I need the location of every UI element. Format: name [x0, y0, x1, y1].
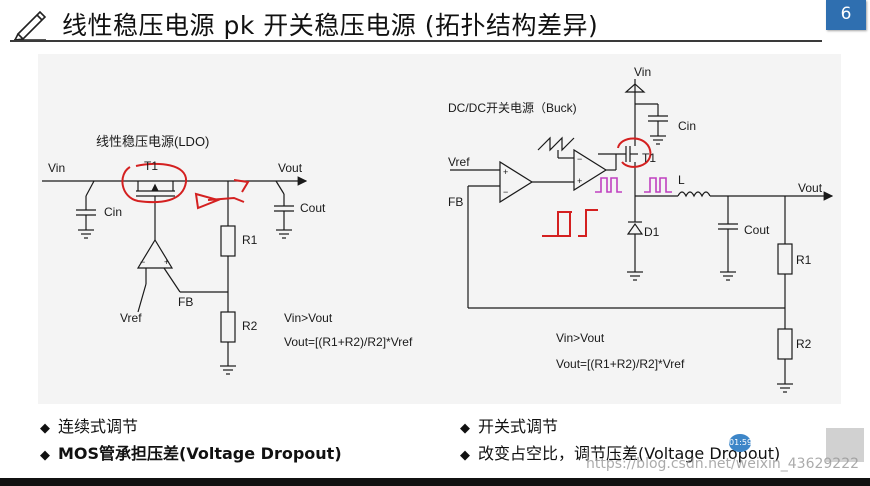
buck-circuit: [450, 79, 834, 393]
ldo-labels: 线性稳压电源(LDO) Vin Vout T1 Cin Cout R1 R2 F…: [48, 134, 413, 349]
buck-vout-label: Vout: [798, 181, 823, 195]
bullet-left-2: ◆MOS管承担压差(Voltage Dropout): [40, 444, 342, 463]
diamond-bullet-icon: ◆: [40, 448, 50, 463]
buck-fb-label: FB: [448, 195, 463, 209]
bullet-right-2: ◆改变占空比，调节压差(Voltage Dropout): [460, 444, 781, 463]
buck-r1-label: R1: [796, 253, 812, 267]
ldo-eq1: Vin>Vout: [284, 311, 333, 325]
svg-text:−: −: [577, 154, 582, 164]
buck-vref-label: Vref: [448, 155, 470, 169]
buck-d1-label: D1: [644, 225, 660, 239]
title-underline: [10, 40, 822, 42]
slide-title: 线性稳压电源 pk 开关稳压电源 (拓扑结构差异): [62, 11, 599, 40]
watermark: https://blog.csdn.net/weixin_43629222: [586, 456, 860, 472]
ldo-eq2: Vout=[(R1+R2)/R2]*Vref: [284, 335, 413, 349]
buck-t1-label: T1: [642, 151, 656, 165]
bullet-left-1: ◆连续式调节: [40, 417, 139, 436]
buck-annotations: [542, 137, 652, 237]
diamond-bullet-icon: ◆: [460, 421, 470, 436]
svg-text:+: +: [503, 167, 508, 177]
ldo-t1-label: T1: [144, 159, 158, 173]
ldo-circuit: [42, 176, 308, 375]
page-number-badge: 6: [826, 0, 866, 30]
svg-text:+: +: [164, 257, 169, 267]
buck-r2-label: R2: [796, 337, 812, 351]
circuit-panel: −+ 线性稳压电源(LDO) Vin Vout T1 Cin Cout R1 R…: [38, 54, 841, 404]
buck-eq2: Vout=[(R1+R2)/R2]*Vref: [556, 357, 685, 371]
overlay-box: [826, 428, 864, 462]
ldo-vref-label: Vref: [120, 311, 142, 325]
ldo-signs: −+: [140, 257, 169, 267]
ldo-heading: 线性稳压电源(LDO): [96, 134, 209, 149]
svg-text:−: −: [503, 187, 508, 197]
ldo-cout-label: Cout: [300, 201, 326, 215]
ldo-fb-label: FB: [178, 295, 193, 309]
bottom-strip: [0, 478, 870, 486]
ldo-r1-label: R1: [242, 233, 258, 247]
pencil-icon: [14, 10, 47, 40]
buck-cout-label: Cout: [744, 223, 770, 237]
buck-l-label: L: [678, 173, 685, 187]
diamond-bullet-icon: ◆: [40, 421, 50, 436]
buck-pulses: [595, 177, 672, 193]
buck-vin-label: Vin: [634, 65, 651, 79]
buck-heading: DC/DC开关电源（Buck): [448, 101, 577, 115]
buck-signs: + − − +: [503, 154, 582, 197]
buck-eq1: Vin>Vout: [556, 331, 605, 345]
diamond-bullet-icon: ◆: [460, 448, 470, 463]
buck-cin-label: Cin: [678, 119, 696, 133]
svg-text:+: +: [577, 176, 582, 186]
svg-text:−: −: [140, 257, 145, 267]
ldo-r2-label: R2: [242, 319, 258, 333]
buck-labels: Vin DC/DC开关电源（Buck) Cin T1 Vref L Vout F…: [448, 65, 823, 371]
ldo-cin-label: Cin: [104, 205, 122, 219]
recording-timer-badge: 01:59: [729, 434, 752, 452]
ldo-vin-label: Vin: [48, 161, 65, 175]
circuit-diagram: −+ 线性稳压电源(LDO) Vin Vout T1 Cin Cout R1 R…: [42, 65, 834, 393]
ldo-vout-label: Vout: [278, 161, 303, 175]
bullet-right-1: ◆开关式调节: [460, 417, 559, 436]
ldo-annotations: [121, 162, 250, 210]
